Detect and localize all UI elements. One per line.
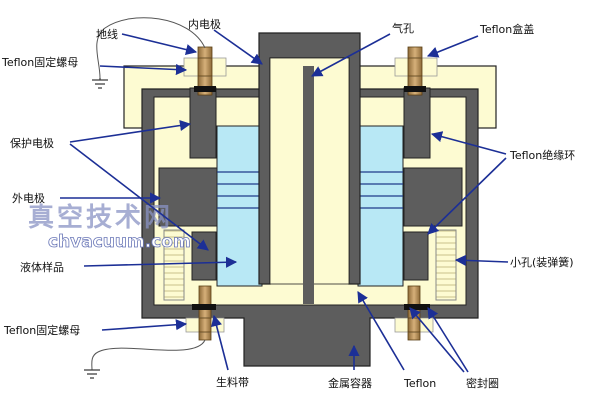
label-ground-wire: 地线: [96, 27, 118, 41]
label-raw-tape: 生料带: [216, 375, 249, 389]
label-seal-ring: 密封圈: [466, 376, 499, 390]
watermark-url: chvacuum.com: [48, 232, 191, 252]
ground-wire-bottom: [91, 339, 206, 371]
outer-electrode-strip-right: [403, 231, 429, 281]
liquid-level-lines: [217, 171, 403, 209]
inner-electrode-inner-wall: [303, 66, 314, 304]
liquid-sample-right: [357, 125, 404, 287]
label-metal-container: 金属容器: [328, 376, 372, 390]
guard-electrode-right: [403, 87, 431, 159]
outer-electrode-strip-left: [191, 231, 217, 281]
watermark-chinese: 真空技术网: [28, 202, 173, 233]
top-nut-right: [394, 46, 438, 96]
guard-electrode-left: [189, 87, 217, 159]
label-teflon-ring: Teflon绝缘环: [509, 148, 575, 162]
label-gas-hole: 气孔: [392, 21, 414, 35]
spring-hole-left: [163, 229, 185, 301]
label-teflon-lid: Teflon盒盖: [479, 22, 534, 36]
liquid-sample-left: [216, 125, 263, 287]
ground-symbol-top: [92, 78, 108, 89]
ground-wire-top: [96, 17, 206, 79]
outer-electrode-right: [403, 167, 463, 227]
label-outer-electrode: 外电极: [12, 191, 45, 205]
outer-electrode-left: [158, 167, 218, 227]
label-guard-electrode: 保护电极: [10, 136, 54, 150]
label-teflon-nut-bottom: Teflon固定螺母: [3, 323, 80, 337]
ground-symbol-bottom: [84, 369, 100, 379]
label-liquid-sample: 液体样品: [20, 260, 64, 274]
label-inner-electrode: 内电极: [188, 17, 221, 31]
label-teflon-nut-top: Teflon固定螺母: [1, 55, 78, 69]
top-nut-left: [183, 46, 227, 96]
label-small-hole: 小孔(装弹簧): [510, 255, 574, 269]
label-teflon: Teflon: [403, 377, 436, 390]
bottom-nut-right: [394, 285, 434, 341]
leader-arrows: [60, 29, 509, 373]
spring-hole-right: [435, 229, 457, 301]
